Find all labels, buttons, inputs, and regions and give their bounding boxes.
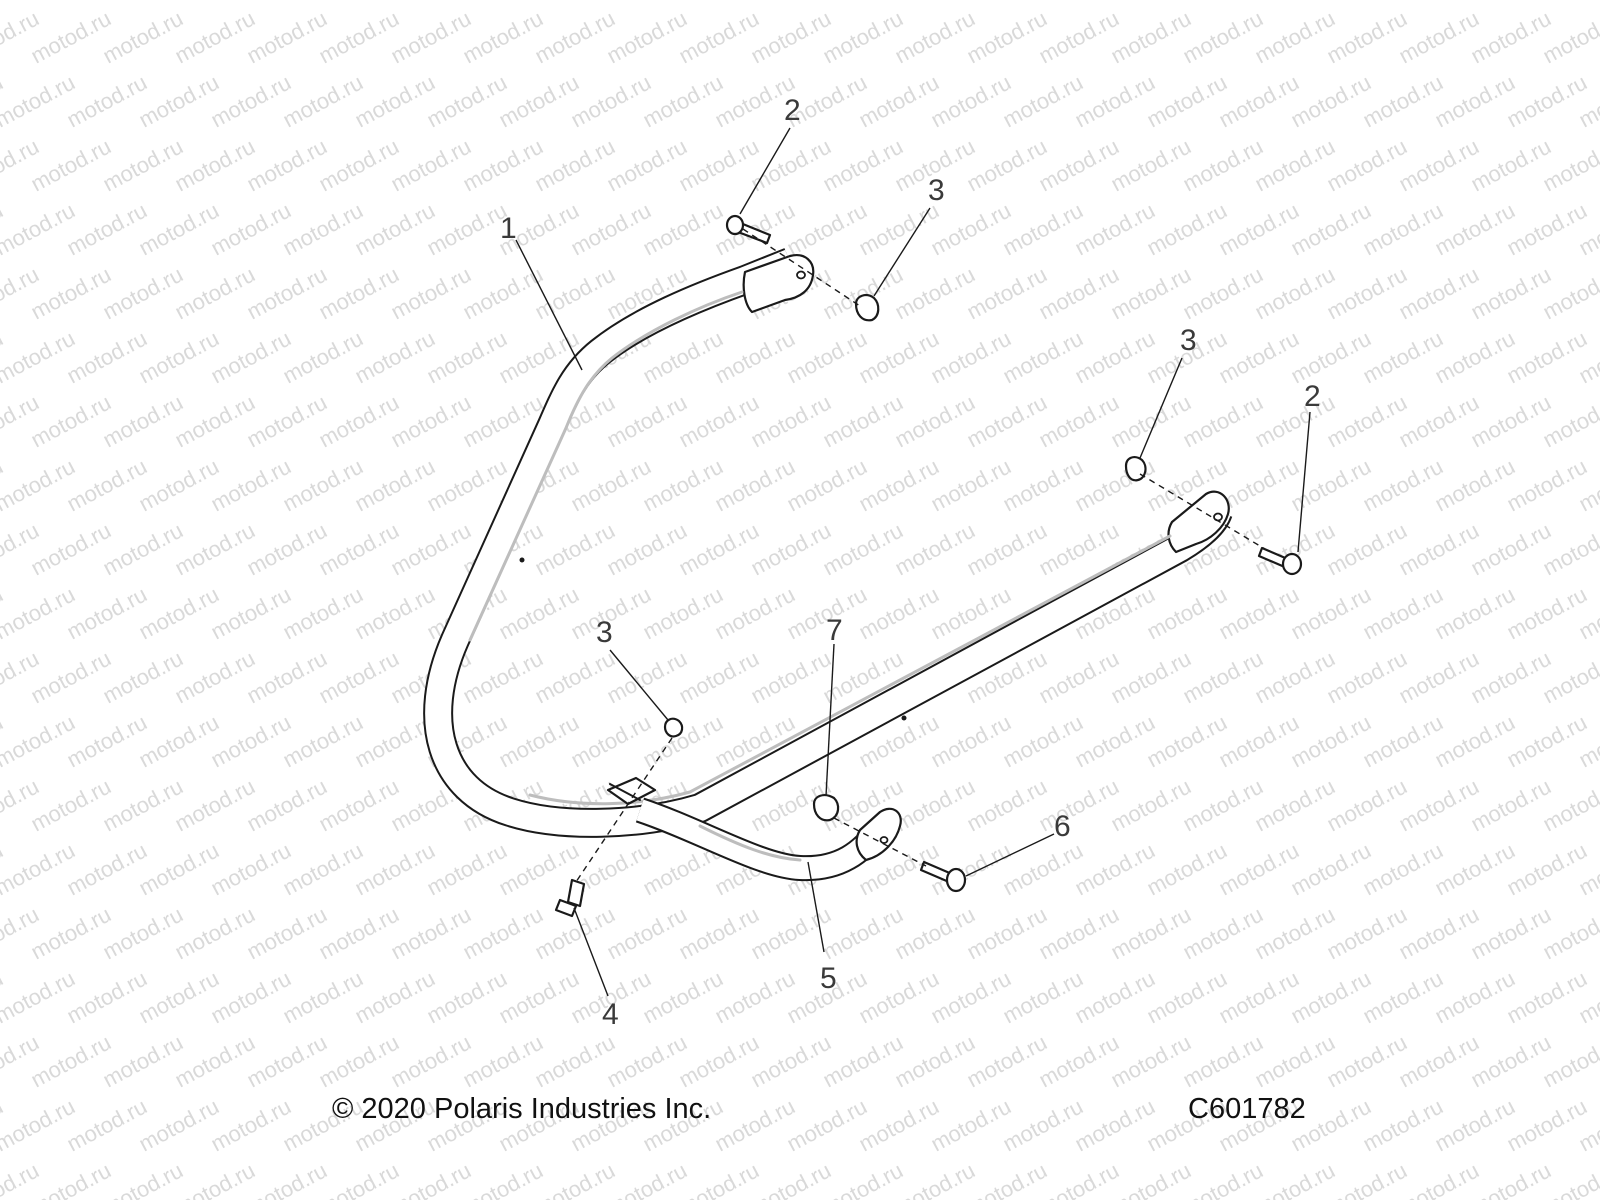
bolt-2-right [1257,546,1303,576]
bolt-6 [919,860,967,893]
assembly-line-bottom [575,737,673,883]
callout-3-top-label: 3 [928,174,945,207]
callout-6-label: 6 [1054,810,1071,843]
assembly-line-right [1139,473,1271,553]
assembly-line-top [742,228,861,307]
callout-3-right-label: 3 [1180,324,1197,357]
part-1-main-bar [423,248,1233,838]
copyright-notice: © 2020 Polaris Industries Inc. [332,1093,712,1125]
leader-lines [515,127,1311,997]
nut-3-top [854,294,880,322]
bushing-7 [812,794,840,822]
nut-3-bottom [663,717,684,738]
callout-3-bottom-label: 3 [596,616,613,649]
bolt-4 [554,878,586,918]
callout-7-label: 7 [826,614,843,647]
drawing-code: C601782 [1188,1093,1306,1125]
callout-2-top-label: 2 [784,94,801,127]
callout-5-label: 5 [820,962,837,995]
part-5-lower-brace [635,797,902,882]
bolt-2-top [725,214,772,245]
callout-1-label: 1 [500,212,517,245]
callout-labels: 1 2 3 3 2 3 7 6 5 4 [500,94,1321,1031]
callout-4-label: 4 [602,998,619,1031]
nut-3-right [1124,456,1147,482]
callout-2-right-label: 2 [1304,380,1321,413]
